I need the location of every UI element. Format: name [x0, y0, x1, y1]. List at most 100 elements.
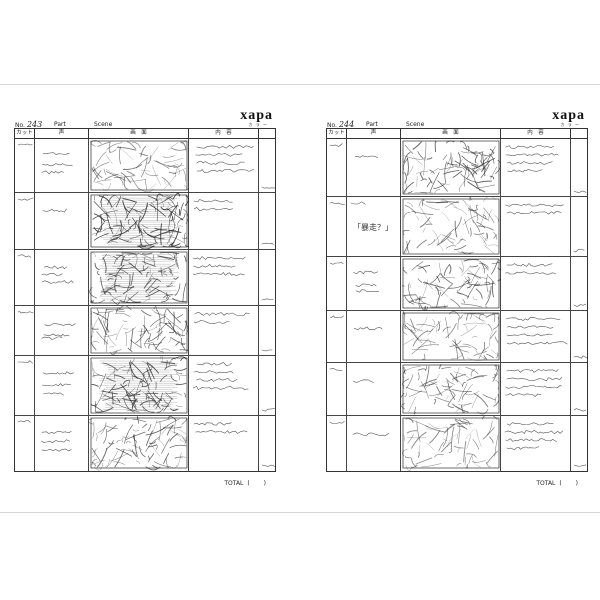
pencil-stroke: [109, 237, 118, 240]
pencil-stroke: [414, 332, 422, 344]
pencil-stroke: [95, 222, 105, 236]
pencil-stroke: [110, 236, 120, 242]
pencil-stroke: [443, 170, 460, 175]
book-bottom-edge: [0, 512, 600, 513]
pencil-stroke: [421, 202, 440, 211]
pencil-stroke: [450, 152, 454, 167]
pencil-stroke: [438, 165, 460, 171]
pencil-stroke: [155, 195, 164, 208]
handwritten-note-stroke: [355, 155, 378, 159]
pencil-stroke: [93, 233, 109, 241]
pencil-stroke: [115, 310, 125, 312]
content-sketch: [505, 369, 563, 397]
pencil-stroke: [119, 237, 130, 242]
pencil-stroke: [91, 384, 99, 387]
pencil-stroke: [434, 233, 441, 242]
pencil-stroke: [139, 380, 146, 384]
pencil-stroke: [479, 152, 483, 163]
pencil-stroke: [93, 201, 109, 217]
page-number-label: No.244: [327, 120, 354, 129]
pencil-stroke: [145, 278, 158, 293]
pencil-stroke: [406, 430, 418, 434]
pencil-stroke: [472, 168, 480, 175]
pencil-stroke: [161, 438, 170, 454]
pencil-stroke: [416, 324, 435, 328]
pencil-stroke: [138, 326, 158, 332]
pencil-stroke: [408, 284, 414, 302]
pencil-stroke: [459, 239, 466, 241]
pencil-stroke: [125, 391, 137, 410]
pencil-stroke: [462, 215, 478, 226]
pencil-stroke: [486, 232, 489, 240]
pencil-stroke: [482, 394, 496, 401]
pencil-stroke: [483, 355, 488, 360]
pencil-stroke: [139, 188, 154, 193]
handwritten-note-stroke: [196, 145, 254, 149]
pencil-stroke: [436, 232, 452, 246]
cell-sec: [571, 363, 589, 415]
pencil-stroke: [457, 448, 460, 453]
pencil-stroke: [163, 176, 176, 190]
pencil-stroke: [494, 364, 497, 371]
pencil-stroke: [107, 291, 122, 303]
pencil-stroke: [161, 405, 170, 407]
pencil-stroke: [403, 181, 414, 194]
pencil-stroke: [146, 292, 150, 301]
pencil-stroke: [433, 183, 445, 189]
pencil-stroke: [108, 273, 118, 278]
pencil-stroke: [102, 182, 111, 191]
handwritten-note-stroke: [504, 430, 563, 434]
picture-sketch: [402, 416, 500, 471]
pencil-stroke: [483, 233, 487, 244]
pencil-stroke: [102, 257, 107, 273]
handwritten-note-stroke: [196, 362, 232, 366]
pencil-stroke: [164, 157, 184, 163]
pencil-stroke: [126, 441, 132, 444]
pencil-stroke: [168, 212, 173, 227]
pencil-stroke: [486, 450, 498, 464]
pencil-hatching: [100, 291, 172, 293]
pencil-stroke: [477, 225, 494, 231]
handwritten-note-stroke: [193, 422, 232, 426]
pencil-stroke: [183, 170, 187, 182]
scene-label: Scene: [406, 121, 425, 128]
pencil-stroke: [472, 439, 480, 450]
handwritten-note-stroke: [192, 256, 246, 260]
pencil-stroke: [445, 317, 449, 339]
pencil-stroke: [437, 321, 441, 332]
pencil-stroke: [467, 181, 486, 193]
pencil-stroke: [482, 157, 488, 164]
pencil-stroke: [435, 286, 441, 291]
cell-cut: [327, 139, 347, 196]
pencil-stroke: [107, 195, 115, 205]
pencil-stroke: [96, 270, 100, 276]
pencil-stroke: [107, 278, 114, 281]
pencil-stroke: [138, 245, 155, 250]
handwritten-note-stroke: [573, 190, 587, 193]
pencil-stroke: [458, 383, 468, 403]
pencil-stroke: [91, 459, 97, 466]
pencil-stroke: [163, 397, 173, 412]
pencil-stroke: [161, 348, 171, 351]
pencil-stroke: [458, 183, 464, 192]
pencil-stroke: [135, 460, 140, 465]
header-voice: 声: [35, 129, 89, 138]
pencil-stroke: [494, 434, 499, 457]
pencil-stroke: [161, 176, 172, 187]
pencil-stroke: [184, 245, 189, 248]
pencil-stroke: [119, 219, 130, 232]
handwritten-note-stroke: [505, 438, 557, 442]
pencil-stroke: [150, 275, 156, 280]
handwritten-note-stroke: [43, 152, 70, 156]
pencil-stroke: [93, 368, 100, 375]
pencil-stroke: [183, 255, 187, 262]
pencil-stroke: [427, 328, 433, 333]
pencil-stroke: [156, 309, 161, 327]
handwritten-note-stroke: [195, 430, 248, 434]
pencil-stroke: [460, 404, 465, 414]
pencil-stroke: [171, 147, 186, 151]
pencil-stroke: [462, 392, 467, 400]
cell-sec: [259, 416, 277, 471]
pencil-stroke: [89, 418, 94, 425]
